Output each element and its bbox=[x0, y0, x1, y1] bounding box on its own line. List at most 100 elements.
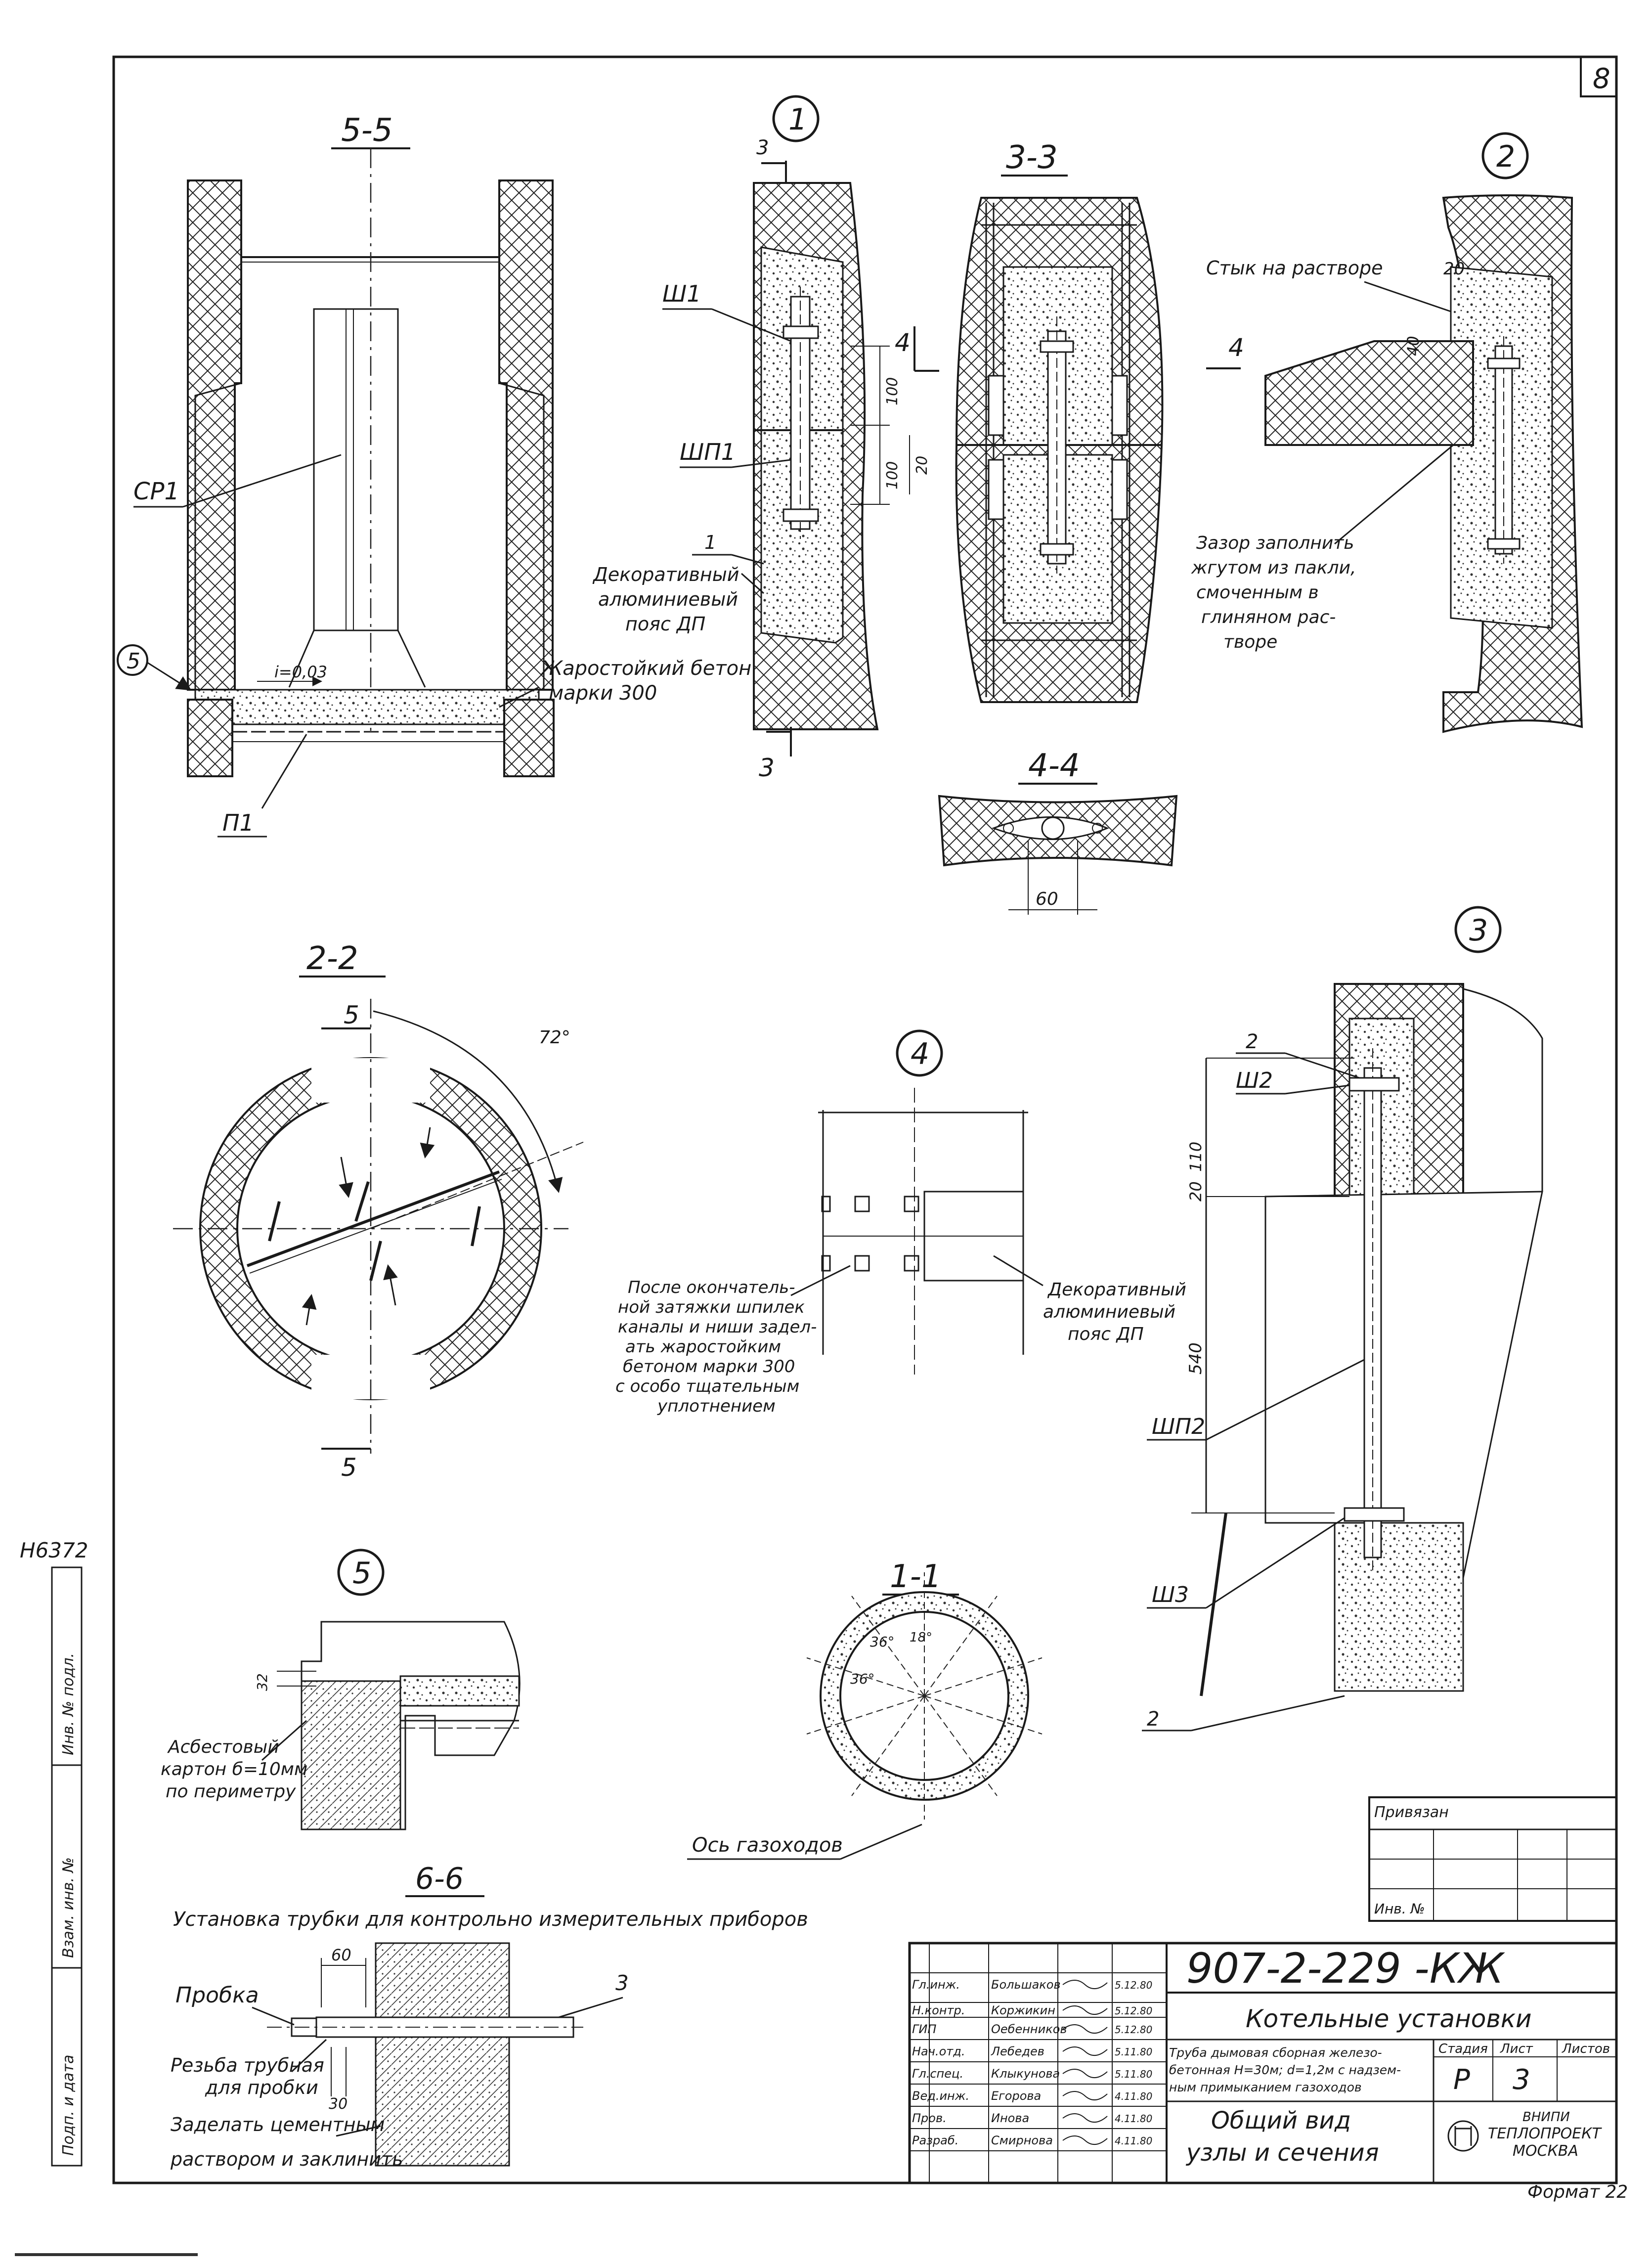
asbestos-label-1: Асбестовый bbox=[167, 1737, 279, 1757]
dim-node2-20: 20 bbox=[1443, 259, 1465, 279]
view-1-1-title: 1-1 bbox=[890, 1558, 942, 1595]
gap-note-4: глиняном рас- bbox=[1201, 607, 1336, 627]
plug-label: Пробка bbox=[175, 1983, 259, 2008]
view-2-2-title: 2-2 bbox=[306, 940, 358, 977]
section-5-top: 5 bbox=[344, 1001, 359, 1029]
inv-label: Инв. № bbox=[1374, 1901, 1425, 1917]
node-3: 3 110 20 540 2 Ш2 ШП2 Ш3 2 bbox=[1142, 906, 1543, 1732]
inventory-number: Н6372 bbox=[20, 1538, 88, 1562]
signature-mark bbox=[1062, 1980, 1108, 1989]
signature-mark bbox=[1062, 2024, 1108, 2034]
belt4-label-3: пояс ДП bbox=[1068, 1324, 1144, 1344]
description-2: бетонная Н=30м; d=1,2м с надзем- bbox=[1169, 2063, 1401, 2077]
node-2-number: 2 bbox=[1496, 139, 1515, 174]
signatory-date: 5.11.80 bbox=[1115, 2046, 1152, 2058]
agreed-label: Привязан bbox=[1374, 1804, 1449, 1821]
asbestos-label-3: по периметру bbox=[166, 1781, 296, 1802]
view-6-6: 6-6 Установка трубки для контрольно изме… bbox=[170, 1862, 808, 2170]
node-3-number: 3 bbox=[1469, 913, 1488, 948]
flue-axis-label: Ось газоходов bbox=[692, 1834, 843, 1857]
stamp-replaced: Взам. инв. № bbox=[60, 1857, 77, 1958]
view-1-1: 1-1 36° 36° 18° Ось газоходов bbox=[687, 1558, 1043, 1860]
signatory-date: 4.11.80 bbox=[1115, 2113, 1152, 2125]
drawing-code: 907-2-229 -КЖ bbox=[1186, 1944, 1505, 1993]
node-5: 5 32 Асбестовый картон б=10мм по перимет… bbox=[161, 1549, 521, 1830]
node4-note-6: с особо тщательным bbox=[615, 1377, 799, 1396]
section-3-top: 3 bbox=[756, 136, 769, 159]
sheet-frame: 8 bbox=[15, 55, 1618, 2256]
angle-36a: 36° bbox=[870, 1634, 895, 1650]
signatory-date: 5.12.80 bbox=[1115, 2005, 1152, 2017]
format-label: Формат 22 bbox=[1527, 2182, 1628, 2202]
dim-node5-32: 32 bbox=[254, 1673, 270, 1691]
signatory-role: Нач.отд. bbox=[912, 2044, 965, 2058]
dim-node1-1: 100 bbox=[884, 377, 901, 405]
node-5-number: 5 bbox=[352, 1556, 371, 1591]
node4-note-2: ной затяжки шпилек bbox=[618, 1297, 805, 1317]
side-stamp: Н6372 Подп. и дата Взам. инв. № Инв. № п… bbox=[20, 1538, 88, 2167]
label-node3-2b: 2 bbox=[1147, 1708, 1159, 1731]
signature-mark bbox=[1062, 2113, 1108, 2123]
signatory-name: Инова bbox=[991, 2111, 1029, 2125]
belt-label-1: Декоративный bbox=[592, 564, 739, 585]
pipe-cp1 bbox=[313, 308, 399, 631]
signatory-name: Коржикин bbox=[991, 2003, 1055, 2017]
shell-left bbox=[194, 382, 242, 690]
org-3: МОСКВА bbox=[1513, 2142, 1578, 2160]
org-2: ТЕПЛОПРОЕКТ bbox=[1488, 2125, 1603, 2142]
label-node3-2: 2 bbox=[1246, 1030, 1258, 1053]
sheets-header: Листов bbox=[1562, 2042, 1610, 2056]
signatory-role: Вед.инж. bbox=[912, 2089, 969, 2103]
org-1: ВНИПИ bbox=[1522, 2110, 1570, 2125]
sheet-name-1: Общий вид bbox=[1211, 2107, 1351, 2134]
label-sh2: Ш2 bbox=[1236, 1068, 1273, 1093]
angle-72: 72° bbox=[539, 1027, 570, 1048]
signature-mark bbox=[1062, 2046, 1108, 2056]
node-1-marker bbox=[772, 95, 820, 142]
node-2-marker bbox=[1481, 132, 1529, 179]
dim-node3-20: 20 bbox=[1186, 1181, 1205, 1201]
view-4-4: 4-4 60 bbox=[938, 748, 1178, 915]
stamp-inv: Инв. № подл. bbox=[60, 1653, 77, 1755]
view-6-6-title: 6-6 bbox=[415, 1862, 464, 1896]
node-4-number: 4 bbox=[911, 1037, 929, 1071]
node-1: 1 3 100 100 20 4 Ш1 ШП1 1 bbox=[592, 95, 939, 782]
dim-node1-3: 20 bbox=[913, 456, 931, 475]
seal-label-2: раствором и заклинить bbox=[170, 2148, 403, 2170]
node-3-marker bbox=[1454, 906, 1502, 953]
signature-mark bbox=[1062, 2135, 1108, 2145]
sheet-name-2: узлы и сечения bbox=[1185, 2139, 1379, 2167]
section-4-mark: 4 bbox=[895, 328, 911, 357]
section-3-bottom: 3 bbox=[759, 754, 775, 782]
node4-note-3: каналы и ниши задел- bbox=[618, 1317, 817, 1337]
page-number: 8 bbox=[1593, 63, 1610, 95]
angle-18: 18° bbox=[910, 1630, 932, 1645]
seal-label-1: Заделать цементным bbox=[171, 2114, 385, 2135]
signatory-name: Оебенников bbox=[991, 2022, 1067, 2036]
label-sh3: Ш3 bbox=[1152, 1582, 1189, 1607]
signatory-date: 5.12.80 bbox=[1115, 1979, 1152, 1991]
signatory-name: Лебедев bbox=[991, 2044, 1044, 2058]
node-2: 2 Стык на растворе 20 40 4 Зазор заполни… bbox=[1191, 132, 1583, 733]
marker-5-ref: 5 bbox=[127, 649, 140, 674]
view-5-5: 5-5 СР1 5 i=0,03 Жаростойкий бетон марки bbox=[117, 112, 751, 838]
label-sh1: Ш1 bbox=[662, 280, 701, 307]
node-4: 4 Декоративный алюминиевый пояс ДП После… bbox=[615, 1029, 1186, 1416]
asbestos-label-2: картон б=10мм bbox=[161, 1759, 307, 1779]
slope-label: i=0,03 bbox=[274, 663, 327, 681]
label-shp2: ШП2 bbox=[1152, 1414, 1205, 1439]
description-1: Труба дымовая сборная железо- bbox=[1169, 2045, 1382, 2060]
signature-mark bbox=[1062, 2005, 1108, 2015]
angle-36b: 36° bbox=[850, 1671, 875, 1687]
concrete-label-1: Жаростойкий бетон bbox=[540, 657, 751, 680]
dim-6-6-30: 30 bbox=[329, 2095, 348, 2113]
org-logo-icon bbox=[1447, 2120, 1479, 2152]
signatory-name: Егорова bbox=[991, 2089, 1041, 2103]
seam-label: Стык на растворе bbox=[1206, 257, 1383, 279]
dim-node3-110: 110 bbox=[1186, 1142, 1205, 1172]
belt-label-2: алюминиевый bbox=[598, 588, 738, 610]
belt-label-3: пояс ДП bbox=[625, 613, 705, 635]
gap-note-1: Зазор заполнить bbox=[1196, 533, 1354, 553]
description-3: ным примыканием газоходов bbox=[1169, 2080, 1362, 2094]
